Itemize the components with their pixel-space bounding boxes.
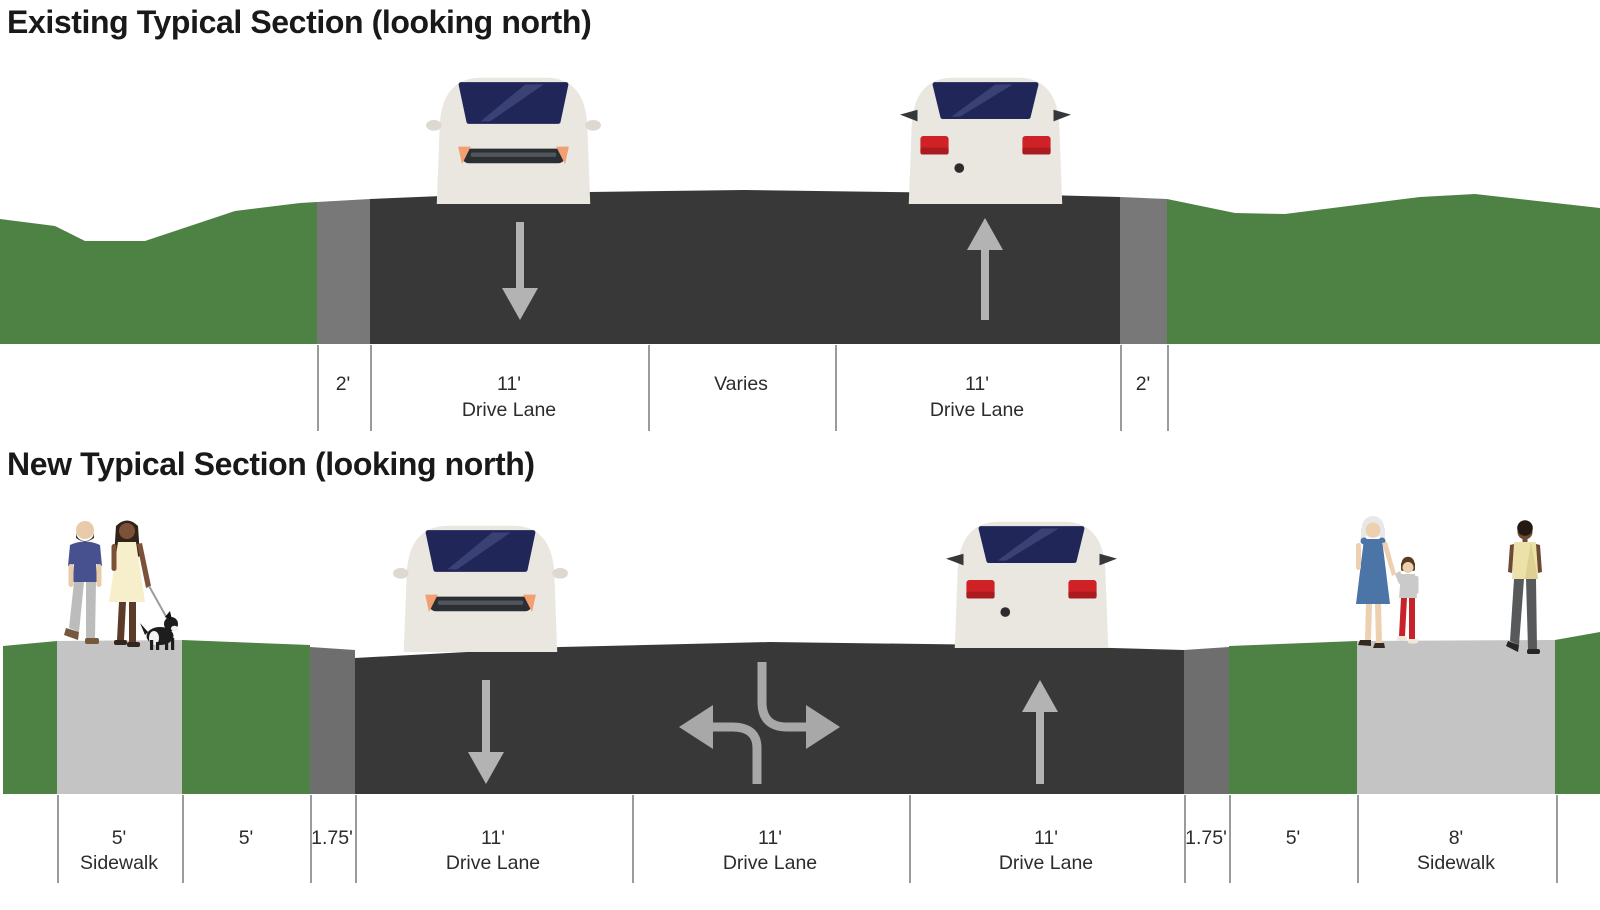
center-turn-lane-arrows-icon [679, 662, 840, 784]
dimension-label: 2' [335, 373, 351, 395]
shoulder-right [1184, 647, 1229, 794]
dimension-tick [310, 795, 312, 883]
terrain-right [1167, 194, 1600, 344]
dimension-label: 8'Sidewalk [1416, 827, 1496, 874]
existing-section-title: Existing Typical Section (looking north) [7, 4, 592, 40]
terrain-left [0, 202, 317, 344]
new-section-ground [3, 632, 1600, 794]
dimension-tick [632, 795, 634, 883]
shoulder-left [310, 647, 355, 794]
dimension-tick [1120, 345, 1122, 431]
dimension-tick [370, 345, 372, 431]
dimension-label: 11'Drive Lane [722, 827, 818, 874]
dimension-tick [317, 345, 319, 431]
dimension-label: 5'Sidewalk [79, 827, 159, 874]
dimension-label: 2' [1135, 373, 1151, 395]
southbound-lane-arrow-icon [502, 222, 538, 320]
dimension-tick [909, 795, 911, 883]
dimension-label: 1.75' [1185, 827, 1227, 849]
pedestrian-walking-away [1506, 520, 1542, 654]
dimension-label: 5' [238, 827, 254, 849]
dimension-tick [835, 345, 837, 431]
dimension-label: 5' [1285, 827, 1301, 849]
roadway [370, 190, 1120, 344]
car-rear-view [944, 512, 1119, 648]
dimension-tick [648, 345, 650, 431]
dimension-label: 11'Drive Lane [445, 827, 541, 874]
dimension-tick [1357, 795, 1359, 883]
dimension-label: 11'Drive Lane [998, 827, 1094, 874]
dimension-tick [1184, 795, 1186, 883]
sidewalk-left [57, 640, 182, 794]
dimension-label: 11'Drive Lane [461, 373, 557, 421]
pedestrian-woman-and-child [1356, 516, 1419, 648]
dimension-label: Varies [714, 373, 768, 395]
verge-right-outer [1555, 632, 1600, 794]
shoulder-left [317, 199, 370, 344]
verge-left-outer [3, 641, 57, 794]
dimension-tick [355, 795, 357, 883]
new-section-title: New Typical Section (looking north) [7, 446, 535, 482]
dimension-tick [1556, 795, 1558, 883]
southbound-lane-arrow-icon [468, 680, 504, 784]
car-front-view [426, 68, 601, 204]
verge-right-inner [1229, 641, 1357, 794]
verge-left-inner [182, 640, 310, 794]
northbound-lane-arrow-icon [1022, 680, 1058, 784]
dimension-tick [1167, 345, 1169, 431]
dimension-tick [182, 795, 184, 883]
car-front-view [393, 516, 568, 652]
dimension-label: 1.75' [311, 827, 353, 849]
dimension-label: 11'Drive Lane [929, 373, 1025, 421]
sidewalk-right [1357, 640, 1555, 794]
northbound-lane-arrow-icon [967, 218, 1003, 320]
dimension-tick [1229, 795, 1231, 883]
pedestrians-walking-dog [63, 519, 179, 650]
existing-section-ground [0, 190, 1600, 344]
shoulder-right [1120, 197, 1167, 344]
car-rear-view [898, 68, 1073, 204]
dimension-tick [57, 795, 59, 883]
